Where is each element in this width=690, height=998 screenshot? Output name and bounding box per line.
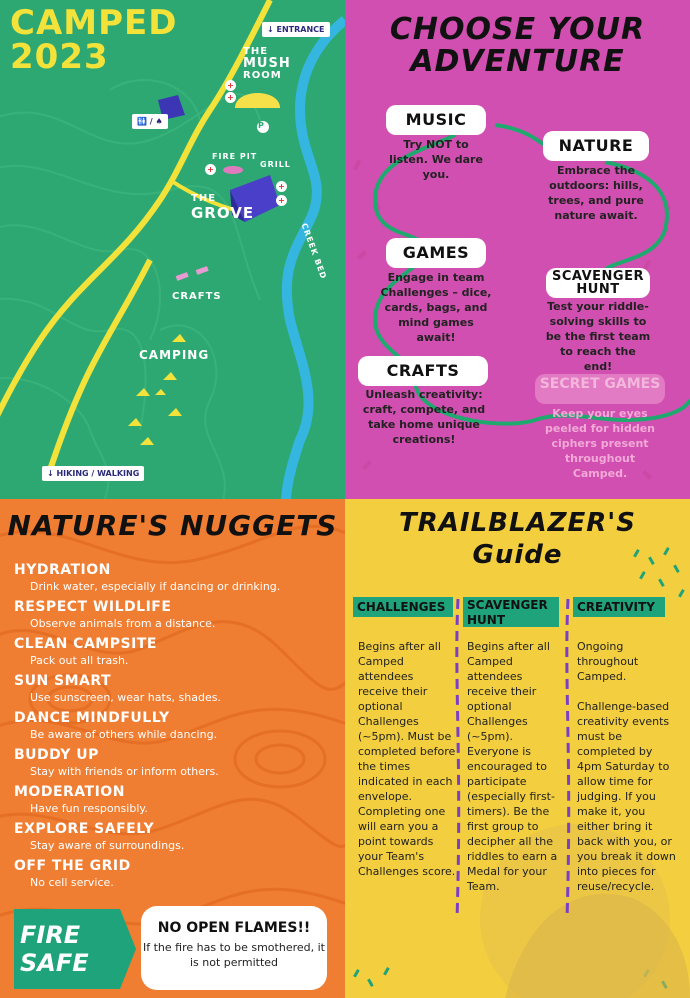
fire-safe-badge: FIRE SAFE (14, 909, 136, 989)
parking-icon: P (258, 121, 265, 130)
creativity-text: Ongoing throughout Camped. Challenge-bas… (577, 640, 676, 893)
nugget-text: Observe animals from a distance. (30, 617, 216, 630)
nugget-text: Drink water, especially if dancing or dr… (30, 580, 281, 593)
nature-description: Embrace the outdoors: hills, trees, and … (548, 164, 644, 222)
music-description: Try NOT to listen. We dare you. (389, 138, 483, 181)
crafts-card: CRAFTS (358, 356, 488, 386)
nuggets-title: NATURE'S NUGGETS (7, 509, 338, 542)
first-aid-icon: + (205, 164, 216, 175)
list-item: SUN SMART Use sunscreen, wear hats, shad… (14, 672, 334, 709)
natures-nuggets-panel: NATURE'S NUGGETS HYDRATION Drink water, … (0, 499, 345, 998)
guide-background (353, 547, 690, 998)
grill-label: GRILL (260, 160, 291, 169)
list-item: HYDRATION Drink water, especially if dan… (14, 561, 334, 598)
creativity-heading: CREATIVITY (573, 597, 665, 617)
first-aid-icon: + (225, 92, 236, 103)
nugget-heading: EXPLORE SAFELY (14, 821, 155, 837)
secret-games-card: SECRET GAMES (535, 374, 665, 404)
challenges-text: Begins after all Camped attendees receiv… (358, 640, 456, 878)
crafts-label: CRAFTS (172, 291, 222, 302)
list-item: CLEAN CAMPSITE Pack out all trash. (14, 635, 334, 672)
list-item: RESPECT WILDLIFE Observe animals from a … (14, 598, 334, 635)
nugget-text: Stay with friends or inform others. (30, 765, 219, 778)
challenges-heading: CHALLENGES (353, 597, 453, 617)
list-item: OFF THE GRID No cell service. (14, 857, 334, 894)
nugget-text: No cell service. (30, 876, 114, 889)
fire-safe-line1: FIRE (20, 921, 81, 949)
guide-title: TRAILBLAZER'S Guide (399, 508, 636, 570)
fire-safe-line2: SAFE (20, 949, 89, 977)
nugget-heading: DANCE MINDFULLY (14, 710, 170, 726)
camping-label: CAMPING (139, 348, 210, 362)
scavenger-hunt-heading: SCAVENGER HUNT (463, 597, 559, 627)
adventure-title: CHOOSE YOUR ADVENTURE (389, 12, 646, 79)
nugget-text: Pack out all trash. (30, 654, 129, 667)
nature-card: NATURE (543, 131, 649, 161)
nuggets-list: HYDRATION Drink water, especially if dan… (14, 561, 334, 894)
hiking-sign: ↓ HIKING / WALKING (42, 466, 145, 481)
list-item: MODERATION Have fun responsibly. (14, 783, 334, 820)
no-open-flames-box: NO OPEN FLAMES!! If the fire has to be s… (141, 906, 327, 990)
grove-label: THE GROVE (191, 193, 255, 222)
trailblazers-guide-panel: TRAILBLAZER'S Guide CHALLENGES SCAVENGER… (345, 499, 690, 998)
nugget-text: Stay aware of surroundings. (30, 839, 185, 852)
scavenger-hunt-card: SCAVENGER HUNT (546, 268, 650, 298)
no-open-flames-heading: NO OPEN FLAMES!! (157, 920, 311, 936)
nugget-heading: HYDRATION (14, 562, 111, 578)
fire-pit-label: FIRE PIT (212, 152, 258, 161)
scavenger-hunt-text: Begins after all Camped attendees receiv… (467, 640, 558, 893)
first-aid-icon: + (276, 181, 287, 192)
crafts-description: Unleash creativity: craft, compete, and … (362, 388, 486, 446)
nugget-heading: OFF THE GRID (14, 858, 131, 874)
scavenger-hunt-description: Test your riddle-solving skills to be th… (545, 300, 651, 373)
restroom-sign: 🚻 / ♠ (132, 114, 168, 129)
nugget-text: Be aware of others while dancing. (30, 728, 218, 741)
mush-room-label: THE MUSH ROOM (243, 46, 291, 81)
list-item: EXPLORE SAFELY Stay aware of surrounding… (14, 820, 334, 857)
nugget-heading: MODERATION (14, 784, 125, 800)
games-description: Engage in team Challenges – dice, cards,… (380, 271, 492, 344)
list-item: BUDDY UP Stay with friends or inform oth… (14, 746, 334, 783)
entrance-sign: ↓ ENTRANCE (262, 22, 330, 37)
festival-map-panel: CAMPED 2023 ↓ ENTRANCE THE MUSH ROOM P 🚻… (0, 0, 345, 499)
nugget-text: Have fun responsibly. (30, 802, 148, 815)
adventure-background (352, 123, 690, 480)
music-card: MUSIC (386, 105, 486, 135)
nugget-heading: CLEAN CAMPSITE (14, 636, 157, 652)
choose-adventure-panel: CHOOSE YOUR ADVENTURE MUSIC Try NOT to l… (345, 0, 690, 499)
first-aid-icon: + (276, 195, 287, 206)
nugget-heading: BUDDY UP (14, 747, 99, 763)
nugget-text: Use sunscreen, wear hats, shades. (30, 691, 221, 704)
nugget-heading: SUN SMART (14, 673, 112, 689)
map-title: CAMPED 2023 (10, 3, 178, 77)
list-item: DANCE MINDFULLY Be aware of others while… (14, 709, 334, 746)
nugget-heading: RESPECT WILDLIFE (14, 599, 172, 615)
map-background (0, 0, 345, 499)
games-card: GAMES (386, 238, 486, 268)
first-aid-icon: + (225, 80, 236, 91)
no-open-flames-text: If the fire has to be smothered, it is n… (143, 941, 325, 969)
secret-games-description: Keep your eyes peeled for hidden ciphers… (545, 407, 655, 480)
